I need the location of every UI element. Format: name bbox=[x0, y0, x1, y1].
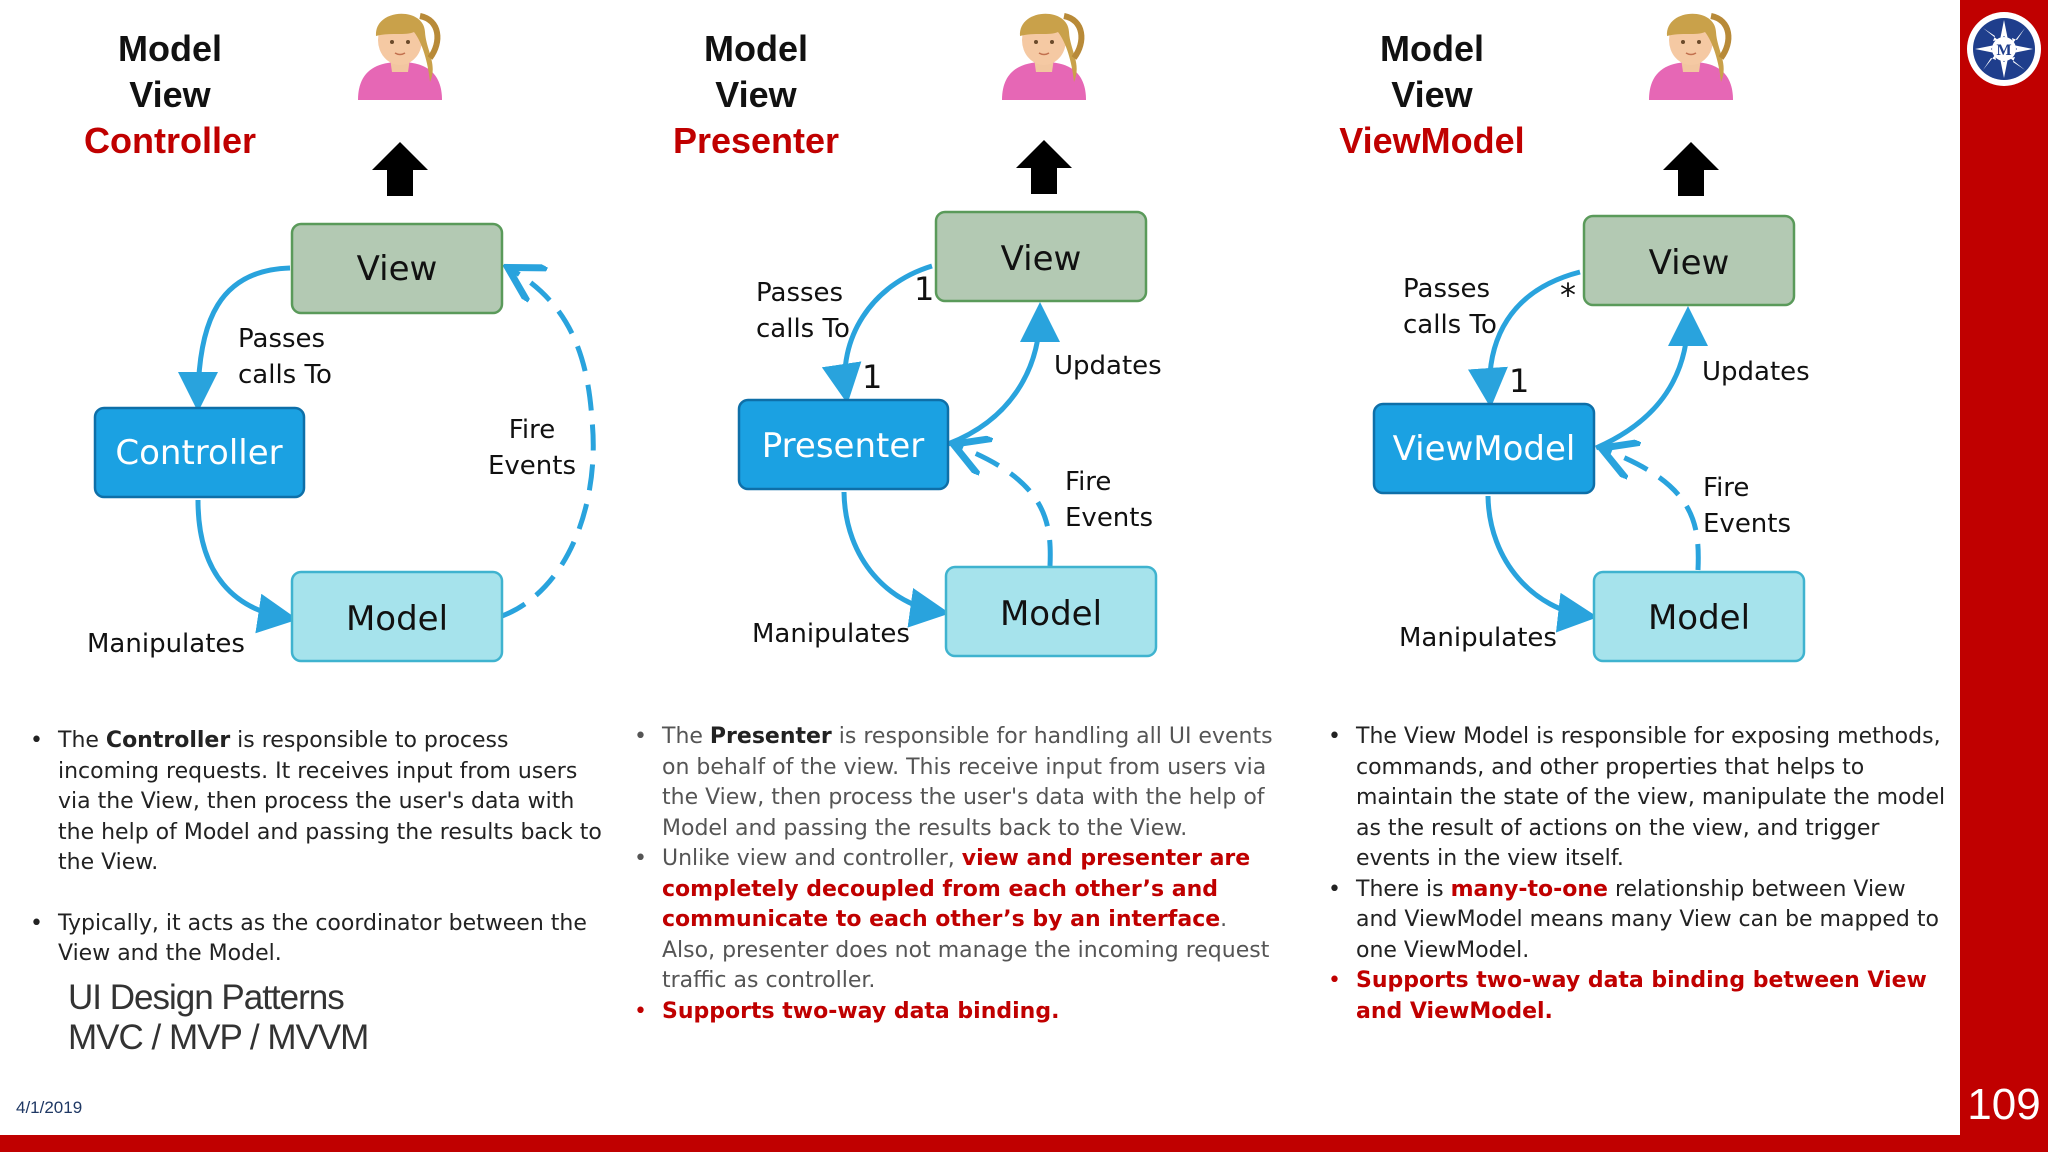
mvvm-bullet-3: Supports two-way data binding between Vi… bbox=[1328, 966, 1950, 1027]
mvvm-manipulates-label: Manipulates bbox=[1399, 623, 1557, 653]
mvvm-model-label: Model bbox=[1648, 598, 1750, 638]
mvc-events-label: Events bbox=[488, 451, 576, 481]
mvp-title-presenter: Presenter bbox=[672, 120, 840, 161]
mvc-bullet-1-bold: Controller bbox=[105, 728, 231, 753]
mvp-bullet-1-post: is responsible for handling all UI event… bbox=[662, 724, 1273, 841]
mvp-diagram: View Presenter Model Passes calls To 1 1… bbox=[737, 14, 1162, 658]
mvc-view-box bbox=[290, 222, 504, 315]
pattern-diagrams: View Controller Model Passes calls To Fi… bbox=[87, 0, 1810, 663]
mvvm-multiplicity-viewmodel: 1 bbox=[1509, 362, 1529, 400]
mvp-bullet-2: Unlike view and controller, view and pre… bbox=[634, 844, 1284, 997]
mvc-title-model: Model bbox=[118, 28, 222, 69]
user-avatar-icon bbox=[1002, 14, 1086, 100]
user-avatar-icon bbox=[1649, 14, 1733, 100]
mvp-bullet-2-red: view and presenter are completely decoup… bbox=[662, 846, 1251, 932]
mvvm-multiplicity-view: * bbox=[1560, 276, 1576, 314]
up-arrow-icon bbox=[372, 142, 428, 196]
mvp-title-view: View bbox=[715, 74, 797, 115]
mvp-multiplicity-presenter: 1 bbox=[862, 358, 882, 396]
mvp-bullet-2-pre: Unlike view and controller, bbox=[662, 846, 962, 871]
footer-title-line2: MVC / MVP / MVVM bbox=[68, 1018, 369, 1057]
mvvm-model-box bbox=[1592, 570, 1806, 663]
up-arrow-icon bbox=[1016, 140, 1072, 194]
mvvm-passes-label: Passes bbox=[1403, 274, 1490, 304]
mvc-bullet-1: The Controller is responsible to process… bbox=[30, 726, 610, 879]
right-accent-bar bbox=[1960, 0, 2048, 1152]
mvc-fire-label: Fire bbox=[509, 415, 555, 445]
bottom-accent-bar bbox=[0, 1135, 2048, 1152]
mvc-title-controller: Controller bbox=[83, 120, 256, 161]
mvvm-calls-to-label: calls To bbox=[1403, 310, 1497, 340]
mvc-bullet-2-text: Typically, it acts as the coordinator be… bbox=[58, 910, 587, 967]
mvvm-bullet-2-post: relationship between View and ViewModel … bbox=[1356, 876, 1939, 963]
slide-footer-title: UI Design Patterns MVC / MVP / MVVM bbox=[68, 978, 369, 1058]
mvvm-title-model: Model bbox=[1380, 28, 1484, 69]
mvp-view-box bbox=[934, 210, 1148, 303]
mvvm-view-box bbox=[1582, 214, 1796, 307]
mvvm-bullet-1-text: The View Model is responsible for exposi… bbox=[1356, 724, 1946, 871]
mvp-presenter-label: Presenter bbox=[762, 426, 924, 466]
mvvm-fire-label: Fire bbox=[1703, 473, 1749, 503]
mvc-model-label: Model bbox=[346, 599, 448, 639]
mvp-updates-label: Updates bbox=[1054, 351, 1162, 381]
mvp-bullet-2-post: . Also, presenter does not manage the in… bbox=[662, 907, 1270, 993]
footer-title-line1: UI Design Patterns bbox=[68, 978, 345, 1017]
mvp-bullet-1: The Presenter is responsible for handlin… bbox=[634, 722, 1284, 844]
mvvm-title: Model View ViewModel bbox=[1312, 26, 1552, 164]
mvvm-title-view: View bbox=[1391, 74, 1473, 115]
mvp-bullet-3: Supports two-way data binding. bbox=[634, 997, 1284, 1028]
mvc-title-view: View bbox=[129, 74, 211, 115]
mvc-calls-to-label: calls To bbox=[238, 360, 332, 390]
mvp-manipulates-label: Manipulates bbox=[752, 619, 910, 649]
mvp-multiplicity-view: 1 bbox=[914, 270, 934, 308]
mvc-title: Model View Controller bbox=[60, 26, 280, 164]
mvp-view-label: View bbox=[1001, 239, 1082, 279]
user-avatar-icon bbox=[358, 14, 442, 100]
slide-date: 4/1/2019 bbox=[16, 1098, 83, 1117]
svg-text:M: M bbox=[1996, 42, 2011, 59]
mvp-calls-to-label: calls To bbox=[756, 314, 850, 344]
page-number: 109 bbox=[1967, 1080, 2041, 1129]
mvp-title: Model View Presenter bbox=[646, 26, 866, 164]
mvc-passes-label: Passes bbox=[238, 324, 325, 354]
mvvm-view-label: View bbox=[1649, 243, 1730, 283]
mvp-bullet-1-pre: The bbox=[662, 724, 710, 749]
mvp-bullet-3-text: Supports two-way data binding. bbox=[662, 998, 1060, 1024]
mvc-controller-label: Controller bbox=[115, 433, 282, 473]
university-seal-icon: M bbox=[1967, 12, 2041, 86]
mvc-diagram: View Controller Model Passes calls To Fi… bbox=[87, 14, 596, 663]
mvp-bullets: The Presenter is responsible for handlin… bbox=[634, 722, 1284, 1027]
mvvm-bullet-2: There is many-to-one relationship betwee… bbox=[1328, 875, 1950, 967]
mvc-bullet-2: Typically, it acts as the coordinator be… bbox=[30, 909, 610, 970]
mvp-events-label: Events bbox=[1065, 503, 1153, 533]
mvc-model-box bbox=[290, 570, 504, 663]
mvvm-title-viewmodel: ViewModel bbox=[1339, 120, 1525, 161]
mvvm-bullet-1: The View Model is responsible for exposi… bbox=[1328, 722, 1950, 875]
mvp-passes-label: Passes bbox=[756, 278, 843, 308]
mvvm-bullet-2-red: many-to-one bbox=[1450, 876, 1608, 902]
mvp-bullet-1-bold: Presenter bbox=[709, 724, 832, 749]
mvvm-bullet-3-text: Supports two-way data binding between Vi… bbox=[1356, 968, 1927, 1024]
mvp-title-model: Model bbox=[704, 28, 808, 69]
mvvm-viewmodel-box bbox=[1372, 402, 1596, 495]
mvc-controller-box bbox=[93, 406, 306, 499]
mvvm-events-label: Events bbox=[1703, 509, 1791, 539]
mvvm-updates-label: Updates bbox=[1702, 357, 1810, 387]
mvvm-bullet-2-pre: There is bbox=[1356, 876, 1451, 902]
mvc-manipulates-label: Manipulates bbox=[87, 629, 245, 659]
mvc-bullet-1-post: is responsible to process incoming reque… bbox=[58, 728, 602, 875]
mvp-model-box bbox=[944, 565, 1158, 658]
mvc-bullet-1-pre: The bbox=[58, 728, 106, 753]
mvvm-diagram: View ViewModel Model Passes calls To * 1… bbox=[1372, 14, 1810, 663]
mvvm-viewmodel-label: ViewModel bbox=[1393, 429, 1576, 469]
mvp-fire-label: Fire bbox=[1065, 467, 1111, 497]
mvp-presenter-box bbox=[737, 398, 950, 491]
mvc-bullets: The Controller is responsible to process… bbox=[30, 726, 610, 970]
mvc-view-label: View bbox=[357, 249, 438, 289]
up-arrow-icon bbox=[1663, 142, 1719, 196]
mvp-model-label: Model bbox=[1000, 594, 1102, 634]
mvvm-bullets: The View Model is responsible for exposi… bbox=[1328, 722, 1950, 1027]
